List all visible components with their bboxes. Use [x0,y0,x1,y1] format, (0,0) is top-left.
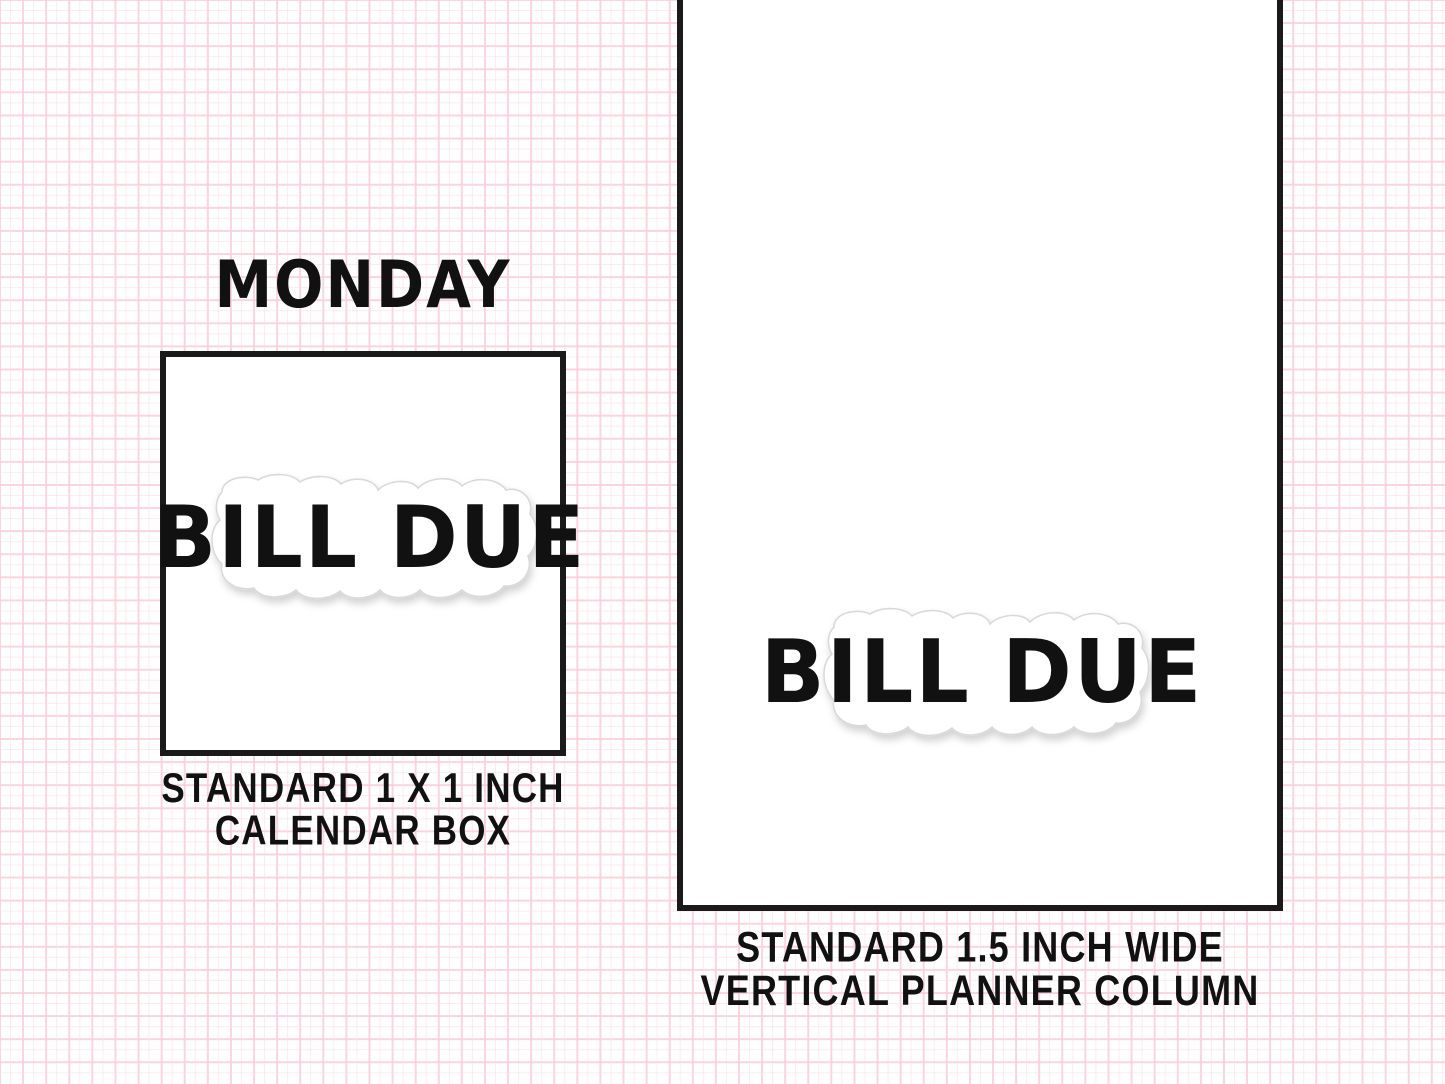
planner-column-outline [677,0,1283,911]
sticker-small-text: BILL DUE [154,487,587,587]
sticker-bill-due-large[interactable]: BILL DUE [761,603,1201,748]
caption-calendar-box: STANDARD 1 X 1 INCH CALENDAR BOX [130,765,596,855]
sticker-bill-due-small[interactable]: BILL DUE [154,470,584,610]
caption-calendar-line-2: CALENDAR BOX [214,808,512,855]
caption-calendar-line-1: STANDARD 1 X 1 INCH [161,765,565,812]
caption-planner-column: STANDARD 1.5 INCH WIDE VERTICAL PLANNER … [700,922,1260,1016]
day-heading-monday: MONDAY [214,246,512,323]
caption-planner-line-1: STANDARD 1.5 INCH WIDE [736,922,1224,972]
caption-planner-line-2: VERTICAL PLANNER COLUMN [700,966,1260,1016]
sticker-large-text: BILL DUE [761,622,1204,724]
